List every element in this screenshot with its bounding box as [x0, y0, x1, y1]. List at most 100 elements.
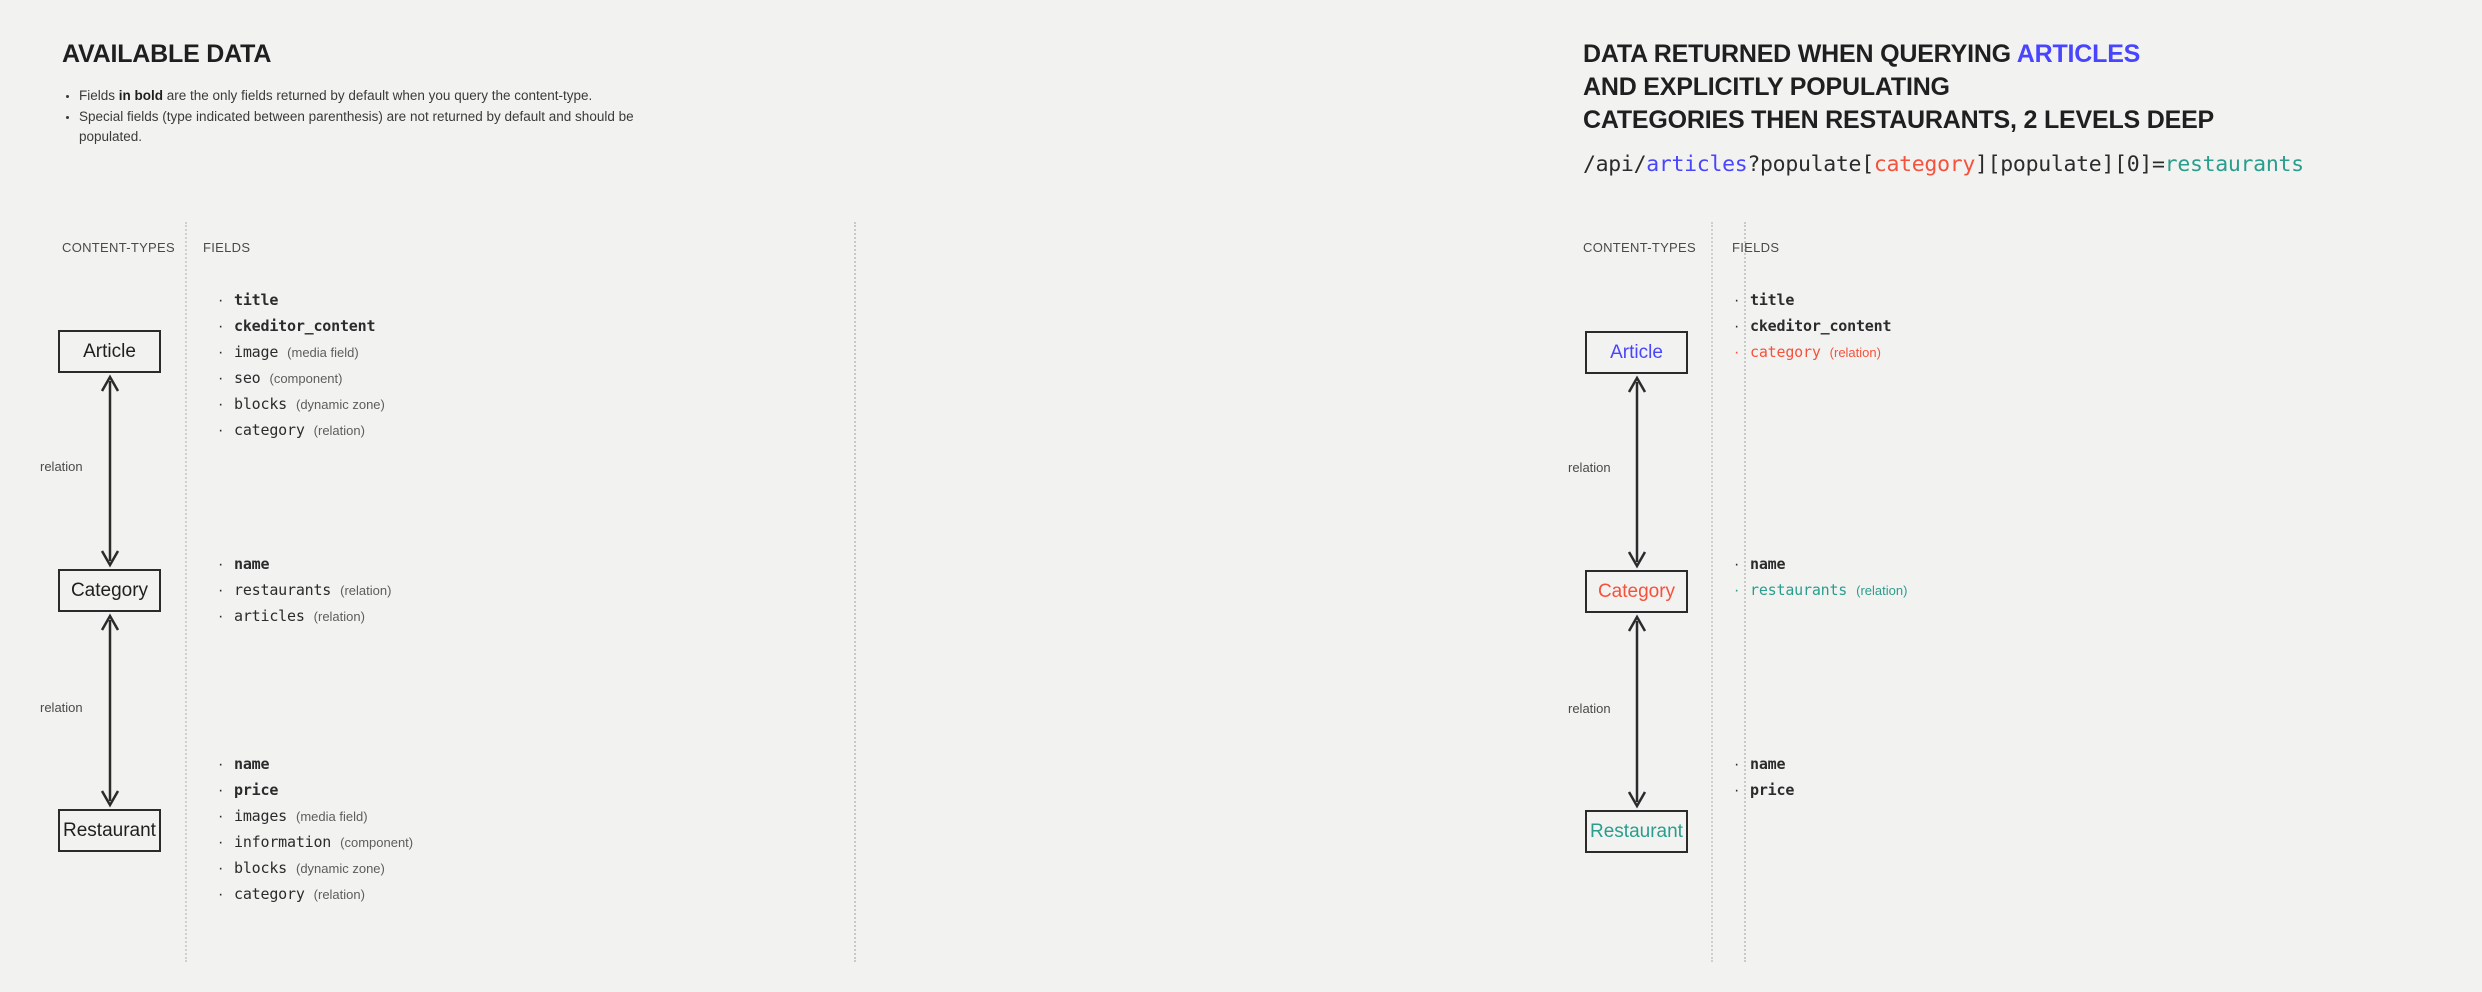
- page-title: AVAILABLE DATA: [62, 40, 272, 68]
- bullet-icon: ·: [218, 370, 224, 387]
- field-list-restaurant: ·name·price: [1734, 755, 1794, 807]
- field-type: (component): [340, 835, 414, 850]
- field-type: (relation): [340, 583, 392, 598]
- bullet-icon: ·: [1734, 292, 1740, 309]
- relation-label-2: relation: [1568, 701, 1611, 716]
- bullet-icon: ·: [218, 556, 224, 573]
- panel-available-data: AVAILABLE DATA Fields in bold are the on…: [0, 0, 856, 992]
- field-type: (relation): [313, 609, 365, 624]
- field-row: · information (component): [218, 833, 413, 852]
- bullet-icon: ·: [218, 292, 224, 309]
- entity-box-article[interactable]: Article: [58, 330, 161, 373]
- field-type: (media field): [287, 345, 359, 360]
- column-caption-fields: FIELDS: [1732, 240, 1780, 255]
- field-row: ·seo(component): [218, 369, 385, 388]
- relation-arrow-category-restaurant: [1624, 613, 1650, 810]
- field-name: restaurants: [1750, 581, 1848, 599]
- field-name: ckeditor_content: [1750, 317, 1892, 335]
- field-row: ·restaurants(relation): [218, 581, 391, 600]
- heading-accent: ARTICLES: [2016, 40, 2141, 68]
- field-name: category: [1750, 343, 1821, 361]
- bullet-icon: ·: [218, 318, 224, 335]
- relation-label-1: relation: [40, 459, 83, 474]
- field-name: name: [234, 755, 270, 773]
- field-name: ckeditor_content: [234, 317, 376, 335]
- bullet-icon: ·: [218, 396, 224, 413]
- bullet-icon: ·: [1734, 782, 1740, 799]
- field-name: price: [1750, 781, 1795, 799]
- bullet-icon: ·: [1734, 318, 1740, 335]
- field-row: · name: [218, 755, 413, 774]
- entity-box-restaurant[interactable]: Restaurant: [58, 809, 161, 852]
- bullet-icon: ·: [218, 834, 224, 851]
- field-row: · ckeditor_content: [218, 317, 385, 336]
- api-segment-0: /api/: [1583, 152, 1647, 177]
- relation-arrow-article-category: [97, 373, 123, 569]
- note-item-2: Special fields (type indicated between p…: [79, 107, 662, 147]
- bullet-icon: ·: [218, 344, 224, 361]
- field-type: (dynamic zone): [296, 861, 385, 876]
- relation-arrow-article-category: [1624, 374, 1650, 570]
- field-type: (relation): [313, 887, 365, 902]
- field-row: ·blocks(dynamic zone): [218, 395, 385, 414]
- field-row: · articles (relation): [218, 607, 391, 626]
- bullet-icon: ·: [218, 782, 224, 799]
- field-row: ·blocks(dynamic zone): [218, 859, 413, 878]
- entity-box-article[interactable]: Article: [1585, 331, 1688, 374]
- note-item-1: Fields in bold are the only fields retur…: [79, 86, 662, 106]
- field-type: (media field): [296, 809, 368, 824]
- bullet-icon: ·: [218, 422, 224, 439]
- bullet-icon: ·: [1734, 582, 1740, 599]
- field-row: · title: [1734, 291, 1891, 310]
- field-name: name: [1750, 555, 1786, 573]
- field-list-restaurant: · name · price ·images(media field) · informat…: [218, 755, 413, 911]
- api-segment-1: articles: [1646, 152, 1748, 177]
- field-row: ·category(relation): [218, 885, 413, 904]
- entity-box-restaurant[interactable]: Restaurant: [1585, 810, 1688, 853]
- field-name: category: [234, 421, 305, 439]
- field-row: · price: [1734, 781, 1794, 800]
- field-row: ·images(media field): [218, 807, 413, 826]
- field-list-article: ·title·ckeditor_content·category(relatio…: [1734, 291, 1891, 369]
- panel-separator-2: [1744, 222, 1746, 962]
- field-name: image: [234, 343, 279, 361]
- panel-query-categories: DATA RETURNED WHEN QUERYING CATEGORIES A…: [1746, 0, 2482, 992]
- bullet-icon: ·: [1734, 344, 1740, 361]
- field-name: price: [234, 781, 279, 799]
- field-name: articles: [234, 607, 305, 625]
- bullet-icon: ·: [218, 608, 224, 625]
- field-type: (dynamic zone): [296, 397, 385, 412]
- inner-separator: [1711, 222, 1713, 962]
- bullet-icon: ·: [1734, 556, 1740, 573]
- field-name: title: [1750, 291, 1795, 309]
- entity-box-category[interactable]: Category: [1585, 570, 1688, 613]
- inner-separator: [185, 222, 187, 962]
- field-name: title: [234, 291, 279, 309]
- bullet-icon: ·: [218, 756, 224, 773]
- note-text-post: are the only fields returned by default …: [163, 88, 593, 103]
- field-name: seo: [234, 369, 261, 387]
- heading-line-3: CATEGORIES THEN RESTAURANTS, 2 LEVELS DE…: [1583, 106, 2215, 134]
- api-segment-4: ][populate][0]=: [1975, 152, 2165, 177]
- field-name: information: [234, 833, 332, 851]
- column-caption-fields: FIELDS: [203, 240, 251, 255]
- field-row: · restaurants (relation): [1734, 581, 1907, 600]
- field-list-article: · title · ckeditor_content · image (media fiel…: [218, 291, 385, 447]
- field-row: · title: [218, 291, 385, 310]
- entity-box-category[interactable]: Category: [58, 569, 161, 612]
- bullet-icon: ·: [218, 860, 224, 877]
- api-segment-3: category: [1873, 152, 1975, 177]
- api-segment-5: restaurants: [2164, 152, 2304, 177]
- field-type: (relation): [1856, 583, 1908, 598]
- field-name: restaurants: [234, 581, 332, 599]
- relation-label-2: relation: [40, 700, 83, 715]
- field-row: ·category(relation): [218, 421, 385, 440]
- heading-line-2: AND EXPLICITLY POPULATING: [1583, 73, 1950, 101]
- note-text-bold: in bold: [118, 88, 164, 103]
- relation-arrow-category-restaurant: [97, 612, 123, 809]
- field-name: category: [234, 885, 305, 903]
- field-row: · ckeditor_content: [1734, 317, 1891, 336]
- panel-separator-1: [854, 222, 856, 962]
- field-row: · name: [1734, 555, 1907, 574]
